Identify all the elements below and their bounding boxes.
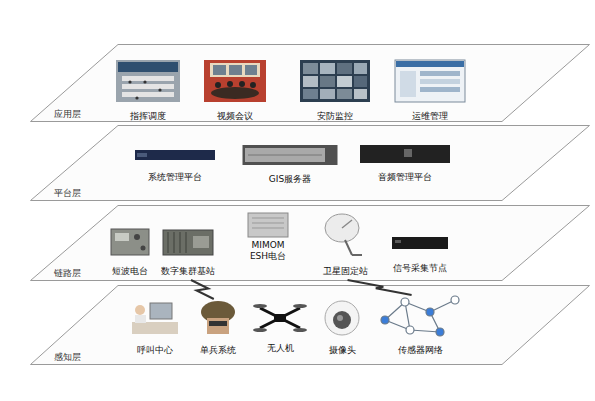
operations-screen-photo xyxy=(395,60,465,102)
device-caption: 指挥调度 xyxy=(130,111,166,122)
device-caption: 安防监控 xyxy=(317,111,353,122)
device-caption: 传感器网络 xyxy=(398,345,443,356)
device-caption: 呼叫中心 xyxy=(137,345,173,356)
device-caption: 单兵系统 xyxy=(200,345,236,356)
device-caption: 无人机 xyxy=(267,343,294,354)
layer-label: 链路层 xyxy=(54,267,81,280)
device-caption: 系统管理平台 xyxy=(148,172,202,183)
dome-camera xyxy=(325,301,359,335)
device-caption: 视频会议 xyxy=(217,111,253,122)
video-conference-photo xyxy=(204,60,266,102)
layer-outline xyxy=(30,285,590,365)
device-caption: GIS服务器 xyxy=(269,174,311,185)
device-caption: 音频管理平台 xyxy=(378,172,432,183)
device-caption: 摄像头 xyxy=(329,345,356,356)
security-monitor-photo xyxy=(300,60,370,102)
layer-band: 感知层 呼叫中心 单兵系统 无人机 摄像头 传感器网络 xyxy=(30,285,590,365)
device-caption: 卫星固定站 xyxy=(323,266,368,277)
device-caption: 信号采集节点 xyxy=(393,263,447,274)
layer-label: 平台层 xyxy=(54,187,81,200)
device-caption: 短波电台 xyxy=(112,266,148,277)
device-item: 传感器网络 xyxy=(378,296,462,358)
signal-node-unit xyxy=(392,237,448,249)
call-center-photo xyxy=(132,303,178,334)
device-caption: 数字集群基站 xyxy=(161,266,215,277)
device-caption: MIMOM ESH电台 xyxy=(245,240,291,263)
command-room-photo xyxy=(116,60,180,102)
layer-label: 应用层 xyxy=(54,108,81,121)
layer-label: 感知层 xyxy=(54,351,81,364)
device-caption: 运维管理 xyxy=(412,111,448,122)
